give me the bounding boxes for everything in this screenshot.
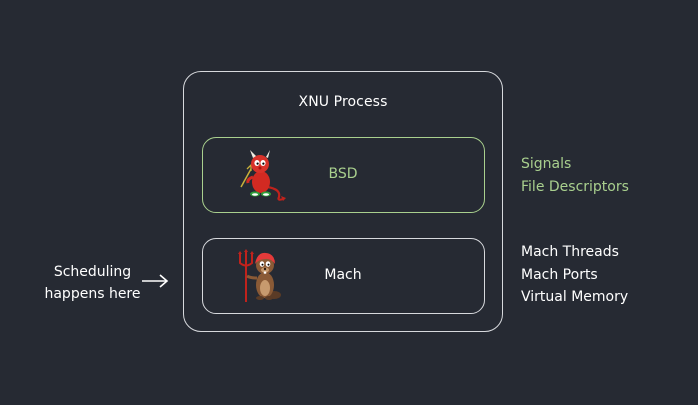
- xnu-process-box: XNU Process: [183, 71, 503, 332]
- scheduling-label-line1: Scheduling: [53, 264, 132, 280]
- mach-feature-virtual-memory: Virtual Memory: [521, 289, 629, 305]
- bsd-features-list: Signals File Descriptors: [521, 153, 629, 198]
- scheduling-label: Scheduling happens here: [40, 261, 145, 305]
- bsd-daemon-icon: [240, 150, 286, 201]
- mach-label: Mach: [324, 267, 362, 283]
- mach-layer-box: Mach: [202, 238, 485, 314]
- xnu-process-title: XNU Process: [298, 94, 388, 110]
- bsd-feature-file-descriptors: File Descriptors: [521, 178, 629, 195]
- bsd-label: BSD: [328, 166, 358, 182]
- mach-features-list: Mach Threads Mach Ports Virtual Memory: [521, 241, 628, 309]
- mach-feature-threads: Mach Threads: [521, 244, 619, 260]
- mach-beaver-icon: [238, 249, 281, 302]
- arrow-right-icon: [142, 274, 169, 288]
- scheduling-label-line2: happens here: [44, 286, 141, 302]
- bsd-feature-signals: Signals: [521, 156, 572, 172]
- mach-feature-ports: Mach Ports: [521, 266, 598, 283]
- bsd-layer-box: BSD: [202, 137, 485, 213]
